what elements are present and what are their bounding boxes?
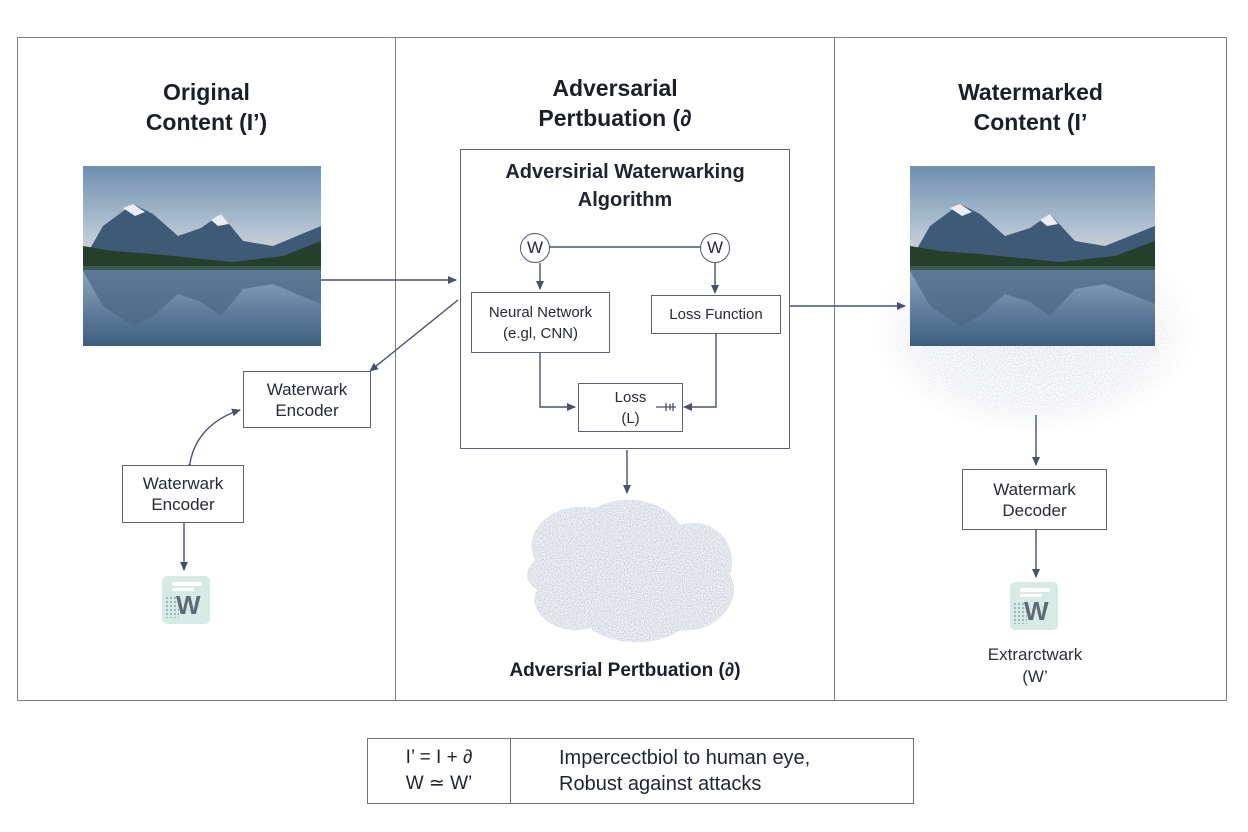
- extracted-watermark-icon: W: [1010, 582, 1058, 630]
- waterwark-encoder-box-2: Waterwark Encoder: [122, 465, 244, 523]
- perturbation-title: Adversarial Pertbuation (∂: [538, 75, 692, 131]
- panel-watermarked: [834, 37, 1227, 701]
- perturbation-noise-cloud: [527, 499, 734, 643]
- watermarked-image: [910, 166, 1155, 346]
- formula-cell: I’ = I + ∂ W ≃ W’: [368, 739, 511, 803]
- watermark-w-icon: W: [162, 576, 210, 624]
- arrow-encoder-curve: [184, 408, 241, 472]
- loss-function-box: Loss Function: [651, 295, 781, 334]
- extracted-watermark-label: Extrarctwark (W’: [987, 645, 1083, 686]
- algorithm-box: [460, 149, 790, 449]
- watermark-decoder-box: Watermark Decoder: [962, 469, 1107, 530]
- waterwark-encoder-box-1: Waterwark Encoder: [243, 371, 371, 428]
- original-title: Original Content (I’): [145, 79, 268, 135]
- watermarked-title: Watermarked Content (I’: [958, 79, 1103, 135]
- perturbation-caption: Adversrial Pertbuation (∂): [509, 660, 741, 681]
- original-image: [83, 166, 321, 346]
- neural-network-box: Neural Network (e.gl, CNN): [471, 292, 610, 353]
- loss-glyph-icon: [656, 403, 676, 411]
- w-node-left: W: [520, 233, 550, 263]
- w-node-right: W: [700, 233, 730, 263]
- description-cell: Impercectbiol to human eye, Robust again…: [559, 747, 811, 795]
- arrow-algorithm-to-encoder: [369, 299, 459, 372]
- arrow-neural-to-loss: [539, 352, 576, 411]
- arrow-loss-function-to-loss: [683, 334, 717, 411]
- algorithm-title: Adversirial Waterwarking Algorithm: [505, 161, 745, 211]
- formula-legend: I’ = I + ∂ W ≃ W’ Impercectbiol to human…: [367, 738, 914, 804]
